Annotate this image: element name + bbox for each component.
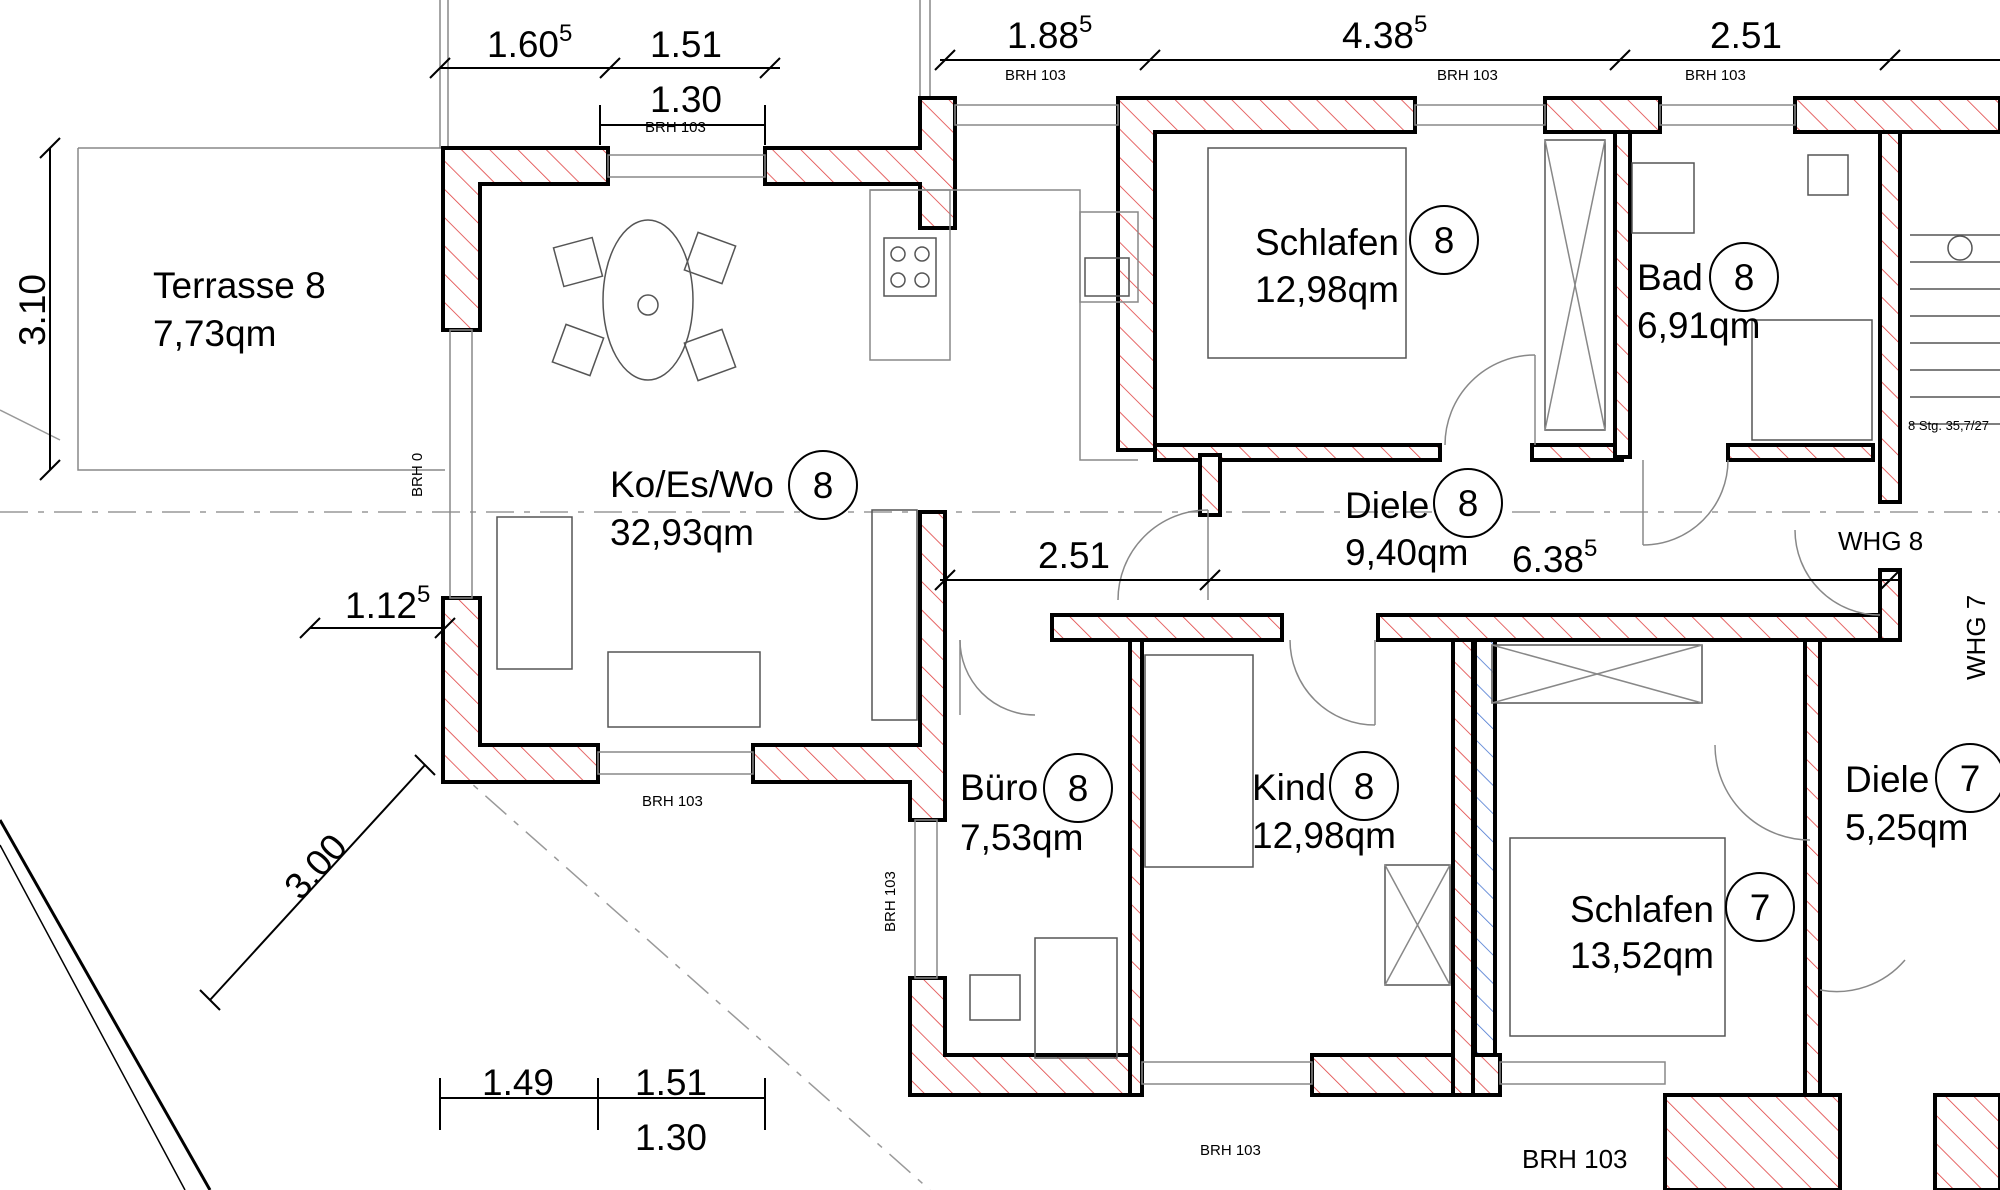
- whg-8-label: WHG 8: [1838, 526, 1923, 556]
- brh-label: BRH 103: [1685, 67, 1746, 84]
- room-area-schlafen-8: 12,98qm: [1255, 269, 1399, 310]
- brh-label: BRH 103: [1200, 1142, 1261, 1159]
- brh-label: BRH 103: [645, 119, 706, 136]
- dim-mid-a: 2.51: [1038, 535, 1110, 576]
- dim-top-f: 2.51: [1710, 15, 1782, 56]
- room-area-schlafen-7: 13,52qm: [1570, 935, 1714, 976]
- windows: [449, 104, 1796, 1085]
- dim-left-b: 1.125: [345, 581, 430, 626]
- room-name-schlafen-7: Schlafen: [1570, 889, 1714, 930]
- dim-top-a: 1.605: [487, 20, 572, 65]
- room-name-kochen-essen-wohnen: Ko/Es/Wo: [610, 464, 774, 505]
- room-number-circle: [1409, 205, 1479, 275]
- brh-0-label: BRH 0: [409, 453, 426, 497]
- room-number: 8: [813, 465, 834, 506]
- dimension-lines: [39, 49, 2000, 1130]
- dim-top-c: 1.30: [650, 79, 722, 120]
- room-number: 8: [1434, 220, 1455, 261]
- room-name-terrasse: Terrasse 8: [153, 265, 326, 306]
- room-area-terrasse: 7,73qm: [153, 313, 276, 354]
- dim-diagonal: 3.00: [276, 826, 355, 907]
- room-area-bad: 6,91qm: [1637, 305, 1760, 346]
- room-number: 7: [1960, 758, 1981, 799]
- room-name-diele-8: Diele: [1345, 485, 1429, 526]
- room-number: 8: [1354, 766, 1375, 807]
- dim-bottom-a: 1.49: [482, 1062, 554, 1103]
- dim-left-height: 3.10: [12, 274, 53, 346]
- brh-label: BRH 103: [1005, 67, 1066, 84]
- brh-label: BRH 103: [882, 871, 899, 932]
- room-number-circle: [1043, 753, 1113, 823]
- terrace: [77, 0, 931, 471]
- brh-label: BRH 103: [642, 793, 703, 810]
- walls: [441, 96, 2000, 1190]
- room-number: 8: [1734, 257, 1755, 298]
- dim-top-b: 1.51: [650, 24, 722, 65]
- room-number-circle: [1329, 751, 1399, 821]
- room-name-schlafen-8: Schlafen: [1255, 222, 1399, 263]
- room-number: 7: [1750, 887, 1771, 928]
- dim-bottom-c: 1.30: [635, 1117, 707, 1158]
- stair-note: 8 Stg. 35,7/27: [1908, 418, 1989, 433]
- room-area-kind: 12,98qm: [1252, 815, 1396, 856]
- room-number-circle: [788, 450, 858, 520]
- room-name-bad: Bad: [1637, 257, 1703, 298]
- room-number-circle: [1725, 872, 1795, 942]
- room-name-kind: Kind: [1252, 767, 1326, 808]
- room-number: 8: [1458, 483, 1479, 524]
- room-area-diele-7: 5,25qm: [1845, 807, 1968, 848]
- room-number-circle: [1433, 468, 1503, 538]
- whg-7-label: WHG 7: [1961, 595, 1991, 680]
- room-number-circle: [1709, 242, 1779, 312]
- brh-labels: BRH 103 BRH 103 BRH 103 BRH 103 BRH 103 …: [409, 67, 1991, 1174]
- dim-mid-b: 6.385: [1512, 535, 1597, 580]
- furniture: [496, 139, 2000, 1059]
- room-number: 8: [1068, 768, 1089, 809]
- room-name-diele-7: Diele: [1845, 759, 1929, 800]
- dim-top-d: 1.885: [1007, 11, 1092, 56]
- stairs: [1910, 234, 2000, 425]
- dim-top-e: 4.385: [1342, 11, 1427, 56]
- property-line: [0, 819, 212, 1190]
- brh-label-large: BRH 103: [1522, 1144, 1628, 1174]
- dim-bottom-b: 1.51: [635, 1062, 707, 1103]
- room-name-buero: Büro: [960, 767, 1038, 808]
- room-area-diele-8: 9,40qm: [1345, 532, 1468, 573]
- room-labels: Terrasse 8 7,73qm Ko/Es/Wo 8 32,93qm Sch…: [153, 205, 2000, 976]
- room-area-kochen-essen-wohnen: 32,93qm: [610, 512, 754, 553]
- room-area-buero: 7,53qm: [960, 817, 1083, 858]
- brh-label: BRH 103: [1437, 67, 1498, 84]
- dimension-labels: 1.605 1.51 1.30 1.885 4.385 2.51 3.10 2.…: [12, 11, 1782, 1158]
- room-number-circle: [1935, 743, 2000, 813]
